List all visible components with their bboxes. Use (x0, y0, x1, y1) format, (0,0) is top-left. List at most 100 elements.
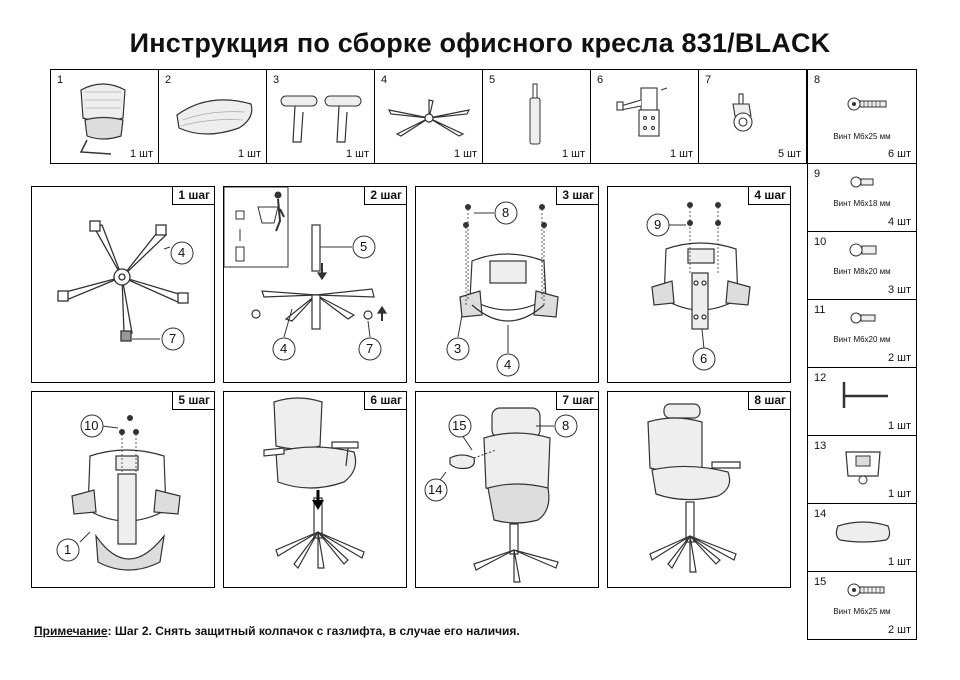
part-11: 11 Винт М6х20 мм 2 шт (807, 300, 917, 368)
assembly-note: Примечание: Шаг 2. Снять защитный колпач… (34, 624, 520, 638)
callout: 8 (502, 205, 510, 220)
step-2-panel: 5 4 7 2 шаг (223, 186, 407, 383)
part-14: 14 1 шт (807, 504, 917, 572)
screw-label: Винт М6х25 мм (833, 607, 891, 616)
part-number: 10 (814, 236, 827, 248)
part-8: 8 Винт М6х25 мм 6 шт (807, 69, 917, 164)
part-number: 8 (814, 74, 821, 86)
screw-icon (849, 243, 877, 257)
part-4: 4 1 шт (375, 70, 483, 163)
parts-row: 1 1 шт 2 1 шт 3 1 шт 4 (50, 69, 807, 164)
step-5-diagram (56, 414, 181, 571)
page-title: Инструкция по сборке офисного кресла 831… (129, 28, 831, 58)
mechanism-icon (616, 87, 668, 137)
step-tag: 3 шаг (556, 186, 599, 205)
part-qty: 1 шт (669, 148, 693, 160)
part-qty: 5 шт (777, 148, 801, 160)
small-parts-column: 8 Винт М6х25 мм 6 шт 9 Винт М6х18 мм 4 ш… (807, 69, 917, 640)
part-qty: 2 шт (887, 624, 911, 636)
bracket-icon (845, 451, 881, 485)
part-qty: 1 шт (887, 420, 911, 432)
part-5: 5 1 шт (483, 70, 591, 163)
step-2-diagram (224, 187, 388, 361)
screw-label: Винт М6х25 мм (833, 132, 891, 141)
step-1-diagram (57, 220, 194, 351)
step-4-diagram (646, 202, 751, 371)
part-qty: 6 шт (887, 148, 911, 160)
note-text: : Шаг 2. Снять защитный колпачок с газли… (107, 624, 520, 638)
screw-icon (850, 176, 874, 188)
screw-icon (847, 97, 887, 111)
part-number: 6 (597, 74, 604, 86)
callout: 7 (366, 341, 374, 356)
screw-label: Винт М8х20 мм (833, 267, 891, 276)
part-10: 10 Винт М8х20 мм 3 шт (807, 232, 917, 300)
screw-icon (850, 312, 876, 324)
step-5-panel: 10 1 5 шаг (31, 391, 215, 588)
part-number: 3 (273, 74, 280, 86)
step-8-diagram (647, 403, 741, 573)
part-qty: 1 шт (887, 556, 911, 568)
caster-icon (732, 93, 753, 132)
step-3-panel: 8 3 4 3 шаг (415, 186, 599, 383)
part-number: 13 (814, 440, 827, 452)
note-label: Примечание (34, 624, 108, 638)
part-qty: 2 шт (887, 352, 911, 364)
callout: 5 (360, 239, 368, 254)
step-8-panel: 8 шаг (607, 391, 791, 588)
part-number: 7 (705, 74, 712, 86)
base-icon (387, 99, 471, 137)
callout: 1 (64, 542, 72, 557)
part-3: 3 1 шт (267, 70, 375, 163)
headrest-icon (835, 521, 891, 543)
callout: 9 (654, 217, 662, 232)
cap-icon (235, 210, 245, 220)
part-number: 5 (489, 74, 496, 86)
part-1: 1 1 шт (51, 70, 159, 163)
step-tag: 2 шаг (364, 186, 407, 205)
part-number: 14 (814, 508, 827, 520)
hex-key-icon (842, 382, 888, 408)
callout: 14 (428, 482, 443, 497)
step-6-diagram (263, 397, 365, 569)
step-tag: 5 шаг (172, 391, 215, 410)
part-9: 9 Винт М6х18 мм 4 шт (807, 164, 917, 232)
step-3-diagram (446, 201, 559, 377)
step-1-panel: 4 7 1 шаг (31, 186, 215, 383)
part-12: 12 1 шт (807, 368, 917, 436)
callout: 8 (562, 418, 570, 433)
part-qty: 1 шт (237, 148, 261, 160)
part-qty: 3 шт (887, 284, 911, 296)
callout: 6 (700, 351, 708, 366)
callout: 4 (504, 357, 512, 372)
part-15: 15 Винт М6х25 мм 2 шт (807, 572, 917, 640)
armrests-icon (280, 95, 362, 143)
part-number: 12 (814, 372, 827, 384)
part-2: 2 1 шт (159, 70, 267, 163)
callout: 15 (452, 418, 467, 433)
part-qty: 1 шт (561, 148, 585, 160)
step-7-panel: 15 8 14 7 шаг (415, 391, 599, 588)
part-qty: 1 шт (345, 148, 369, 160)
part-qty: 1 шт (129, 148, 153, 160)
part-7: 7 5 шт (699, 70, 806, 163)
callout: 3 (454, 341, 462, 356)
part-13: 13 1 шт (807, 436, 917, 504)
part-number: 9 (814, 168, 821, 180)
part-number: 2 (165, 74, 172, 86)
part-number: 11 (814, 304, 826, 316)
backrest-icon (79, 83, 126, 155)
step-tag: 8 шаг (748, 391, 791, 410)
step-7-diagram (424, 407, 578, 583)
step-tag: 6 шаг (364, 391, 407, 410)
screw-label: Винт М6х18 мм (833, 199, 891, 208)
callout: 7 (169, 331, 177, 346)
seat-icon (176, 99, 253, 135)
step-tag: 7 шаг (556, 391, 599, 410)
part-number: 1 (57, 74, 64, 86)
step-4-panel: 9 6 4 шаг (607, 186, 791, 383)
step-tag: 1 шаг (172, 186, 215, 205)
callout: 10 (84, 418, 99, 433)
part-qty: 1 шт (887, 488, 911, 500)
part-qty: 4 шт (887, 216, 911, 228)
